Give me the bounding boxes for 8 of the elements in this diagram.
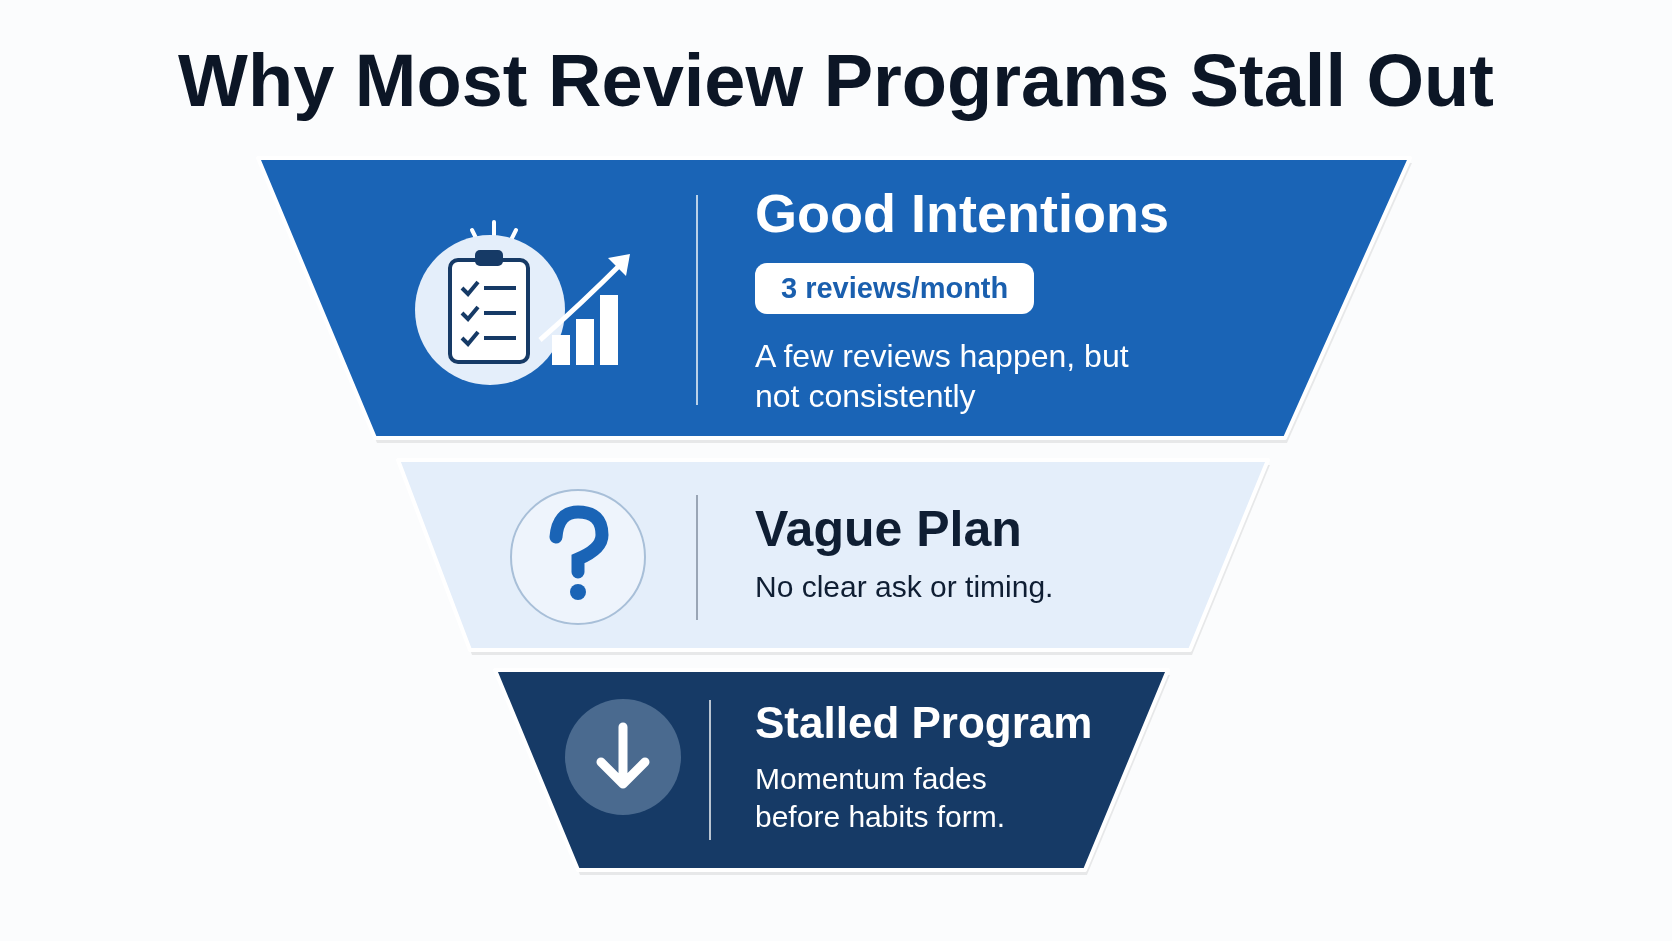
- band-title: Stalled Program: [755, 698, 1093, 748]
- band-description: Momentum fades before habits form.: [755, 761, 1007, 835]
- band-description: No clear ask or timing.: [755, 569, 1055, 605]
- title: Why Most Review Programs Stall Out: [177, 38, 1495, 123]
- band-description: A few reviews happen, but not consistently: [755, 337, 1130, 416]
- stat-badge: 3 reviews/month: [755, 263, 1035, 314]
- band-title: Good Intentions: [755, 182, 1169, 244]
- band-title: Vague Plan: [755, 500, 1022, 558]
